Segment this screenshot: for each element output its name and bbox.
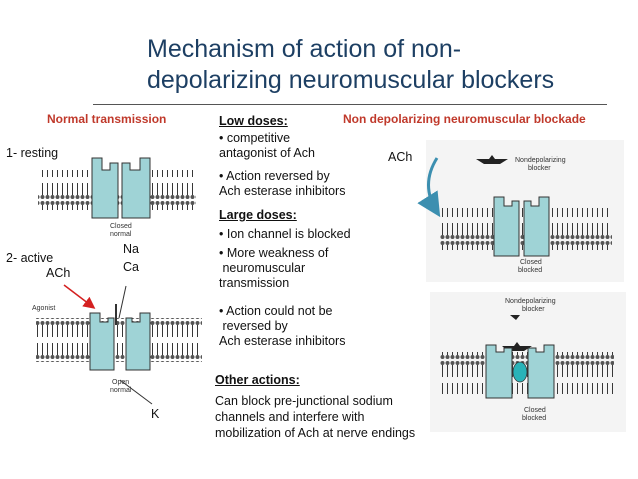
caption-blocker-2a: Nondepolarizing: [505, 298, 556, 305]
label-active: 2- active: [6, 251, 54, 265]
label-resting: 1- resting: [6, 146, 59, 160]
label-ca: Ca: [123, 260, 139, 274]
caption-closed-blocked-2a: Closed: [524, 407, 546, 414]
large-doses-bullet-1: • Ion channel is blocked: [219, 227, 351, 241]
caption-closed-normal-2: normal: [110, 231, 132, 238]
caption-closed-blocked-2b: blocked: [522, 415, 546, 422]
caption-closed-blocked-1b: blocked: [518, 267, 542, 274]
label-na: Na: [123, 242, 139, 256]
title-line-2: depolarizing neuromuscular blockers: [147, 66, 555, 94]
channel-pore-block: Nondepolarizing blocker Closed blocked: [430, 292, 626, 432]
channel-competitive-block: Nondepolarizing blocker Closed blocked: [417, 140, 624, 282]
label-ach-right: ACh: [388, 150, 413, 164]
low-doses-heading: Low doses:: [219, 114, 288, 128]
channel-resting-closed: Closed normal: [38, 157, 196, 238]
caption-closed-blocked-1a: Closed: [520, 259, 542, 266]
other-actions-heading: Other actions:: [215, 373, 300, 387]
caption-blocker-2b: blocker: [522, 306, 545, 313]
header-normal-transmission: Normal transmission: [47, 112, 167, 126]
caption-open-normal-1: Open: [112, 379, 129, 386]
caption-open-normal-2: normal: [110, 387, 132, 394]
caption-agonist: Agonist: [32, 305, 55, 312]
caption-blocker-1b: blocker: [528, 165, 551, 172]
label-k: K: [151, 407, 160, 421]
header-nondepolarizing-blockade: Non depolarizing neuromuscular blockade: [343, 112, 586, 126]
slide-title: Mechanism of action of non- depolarizing…: [147, 34, 554, 96]
large-doses-heading: Large doses:: [219, 208, 297, 222]
caption-closed-normal-1: Closed: [110, 223, 132, 230]
title-line-1: Mechanism of action of non-: [147, 35, 462, 63]
label-ach-left: ACh: [46, 266, 71, 280]
caption-blocker-1a: Nondepolarizing: [515, 157, 566, 164]
title-divider: [93, 104, 607, 105]
channel-active-open: Agonist Open normal: [32, 284, 202, 405]
